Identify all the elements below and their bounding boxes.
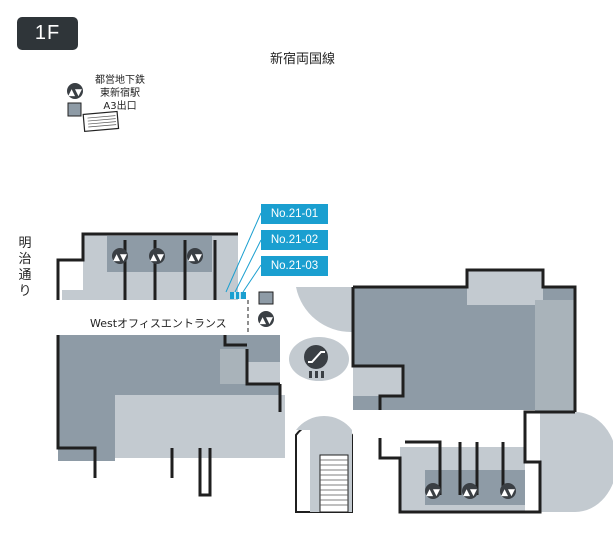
west-building xyxy=(56,212,285,497)
subway-exit-stairs xyxy=(67,102,120,133)
subway-exit-line3: A3出口 xyxy=(103,101,137,112)
elevator-icon: ▲▼ xyxy=(112,248,128,264)
subway-exit-label: 都営地下鉄 東新宿駅 A3出口 xyxy=(90,74,150,113)
plaza-curve xyxy=(296,287,352,333)
svg-text:▲▼: ▲▼ xyxy=(426,488,440,498)
south-stairs xyxy=(319,454,349,513)
svg-text:▲▼: ▲▼ xyxy=(68,88,82,98)
unit-tag-21-03[interactable]: No.21-03 xyxy=(261,256,328,276)
elevator-icon: ▲▼ xyxy=(500,483,516,499)
elevator-icon: ▲▼ xyxy=(67,83,83,99)
subway-exit-line2: 東新宿駅 xyxy=(100,88,140,99)
east-building xyxy=(351,268,613,514)
svg-text:▲▼: ▲▼ xyxy=(188,253,202,263)
core-block xyxy=(258,291,274,305)
unit-tag-21-01[interactable]: No.21-01 xyxy=(261,204,328,224)
west-entrance-label: Westオフィスエントランス xyxy=(90,317,227,330)
rail-line-label: 新宿両国線 xyxy=(270,52,336,67)
street-char: 明 xyxy=(18,236,32,251)
subway-exit-line1: 都営地下鉄 xyxy=(95,75,145,86)
street-label: 明 治 通 り xyxy=(17,236,33,300)
street-char: 通 xyxy=(18,268,32,283)
svg-text:▲▼: ▲▼ xyxy=(463,488,477,498)
svg-text:▲▼: ▲▼ xyxy=(150,253,164,263)
street-char: り xyxy=(18,284,32,299)
elevator-icon: ▲▼ xyxy=(462,483,478,499)
svg-text:▲▼: ▲▼ xyxy=(501,488,515,498)
unit-tag-21-02[interactable]: No.21-02 xyxy=(261,230,328,250)
elevator-icon: ▲▼ xyxy=(187,248,203,264)
floor-badge: 1F xyxy=(17,17,78,50)
escalator-icon xyxy=(304,345,328,378)
elevator-icon: ▲▼ xyxy=(258,311,274,327)
street-char: 治 xyxy=(18,252,32,267)
svg-text:▲▼: ▲▼ xyxy=(259,316,273,326)
svg-text:▲▼: ▲▼ xyxy=(113,253,127,263)
elevator-icon: ▲▼ xyxy=(149,248,165,264)
elevator-icon: ▲▼ xyxy=(425,483,441,499)
